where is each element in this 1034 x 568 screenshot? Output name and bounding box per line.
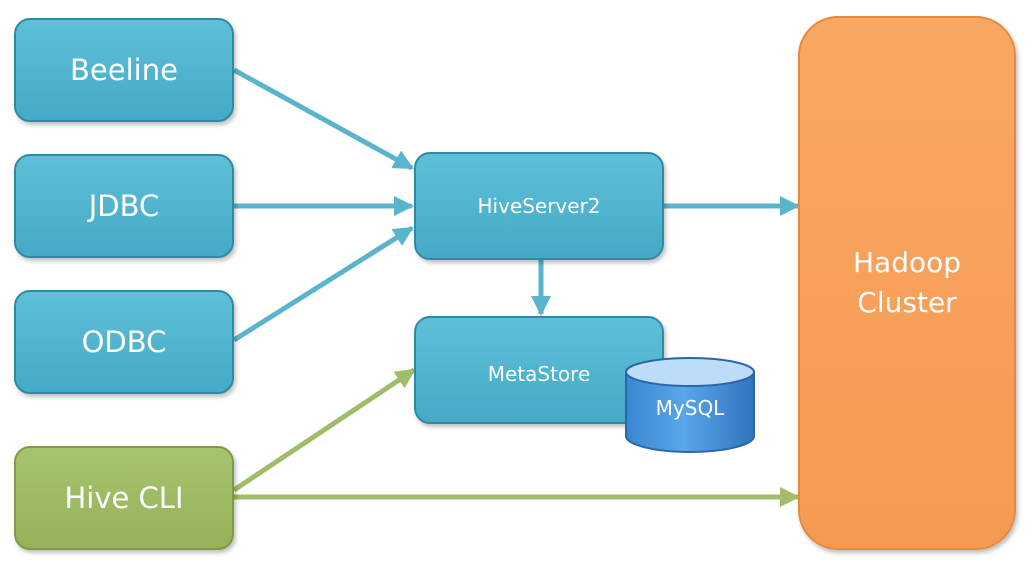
hadoop-cluster-box: Hadoop Cluster [798,16,1016,550]
odbc-box: ODBC [14,290,234,394]
odbc-label: ODBC [81,325,167,359]
arrow-beeline-to-hiveserver2 [232,67,414,171]
metastore-label: MetaStore [487,362,591,386]
jdbc-label: JDBC [88,189,160,223]
beeline-box: Beeline [14,18,234,122]
hive-cli-label: Hive CLI [64,481,184,515]
arrow-hivecli-to-metastore [232,367,416,493]
hiveserver2-label: HiveServer2 [477,194,601,218]
hadoop-label-line1: Hadoop [852,246,962,279]
beeline-label: Beeline [70,53,178,87]
arrow-odbc-to-hiveserver2 [232,225,414,343]
hive-cli-box: Hive CLI [14,446,234,550]
jdbc-box: JDBC [14,154,234,258]
mysql-label: MySQL [655,396,725,420]
hadoop-label-line2: Cluster [857,286,957,319]
hiveserver2-box: HiveServer2 [414,152,664,260]
mysql-database-icon [625,357,755,453]
